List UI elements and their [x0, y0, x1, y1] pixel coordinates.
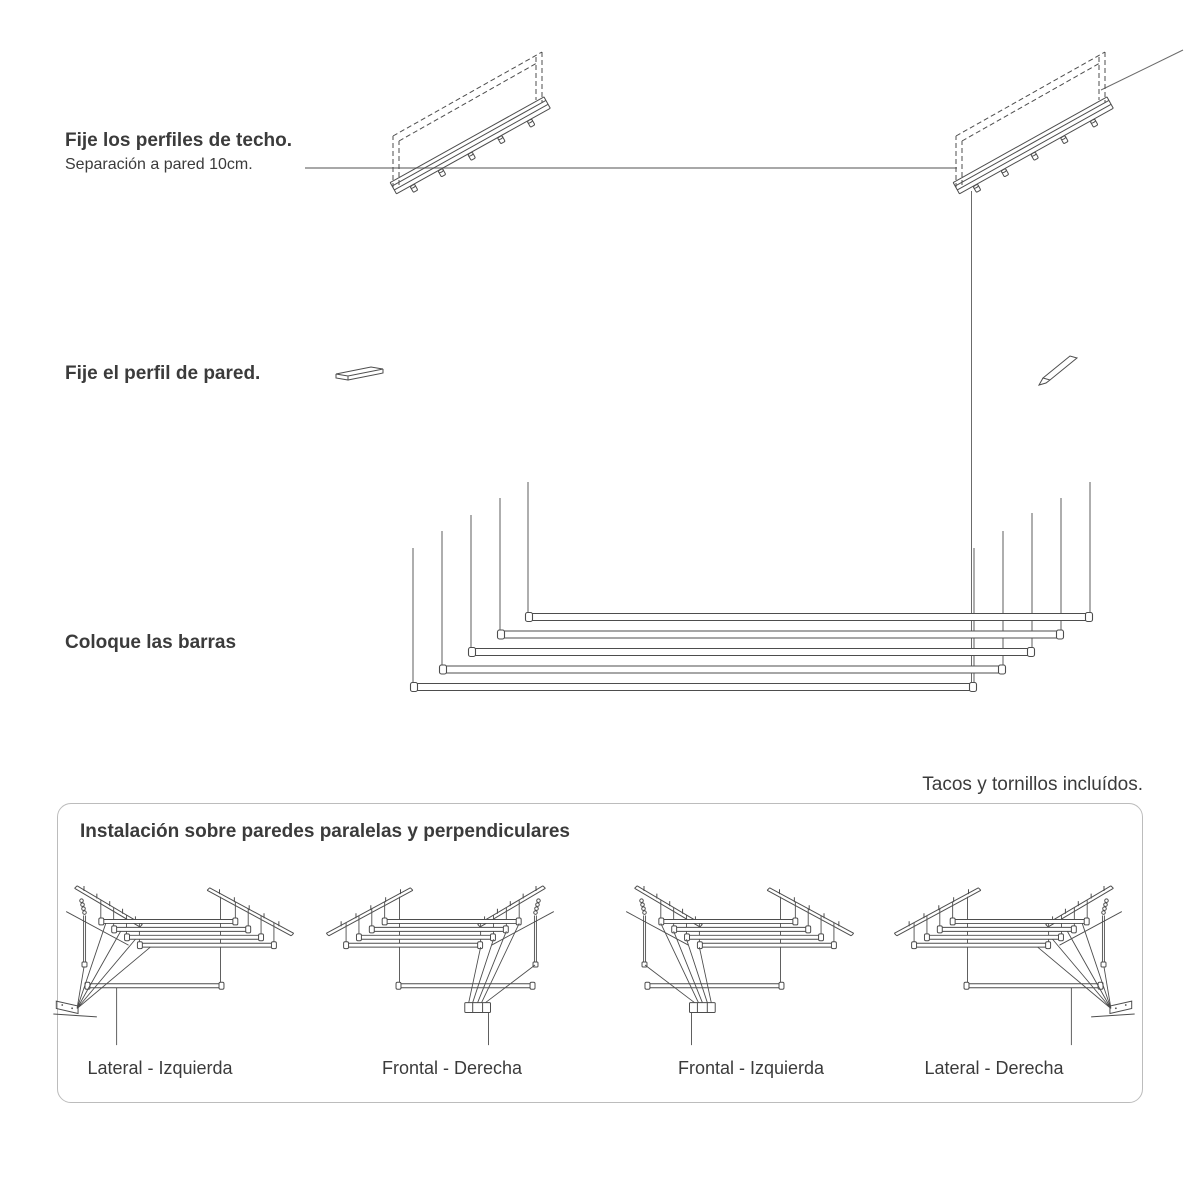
step-wall-title: Fije el perfil de pared. — [65, 363, 261, 384]
bars-drawing — [409, 482, 1094, 693]
included-note: Tacos y tornillos incluídos. — [922, 774, 1143, 795]
ceiling-profile-left-drawing — [389, 51, 555, 201]
variant-label-frontal-izquierda: Frontal - Izquierda — [677, 1058, 825, 1078]
diagram-frontal-izquierda — [610, 872, 860, 1055]
diagram-lateral-izquierda — [50, 872, 300, 1055]
wall-profile-left-drawing — [335, 366, 384, 381]
step-ceiling-title: Fije los perfiles de techo. — [65, 130, 293, 151]
panel-title: Instalación sobre paredes paralelas y pe… — [80, 821, 570, 842]
ceiling-profile-right-drawing — [952, 51, 1118, 201]
main-diagram — [305, 49, 1184, 693]
ceiling-corner-line — [1100, 49, 1184, 91]
diagram-frontal-derecha — [320, 872, 570, 1055]
step-ceiling-subtitle: Separación a pared 10cm. — [65, 156, 253, 173]
variant-label-lateral-izquierda: Lateral - Izquierda — [87, 1058, 233, 1078]
step-bars-title: Coloque las barras — [65, 632, 237, 653]
variant-label-lateral-derecha: Lateral - Derecha — [924, 1058, 1064, 1078]
diagram-lateral-derecha — [888, 872, 1138, 1055]
variant-label-frontal-derecha: Frontal - Derecha — [381, 1058, 523, 1078]
installation-panel — [57, 803, 1143, 1103]
wall-profile-right-drawing — [1037, 355, 1079, 386]
